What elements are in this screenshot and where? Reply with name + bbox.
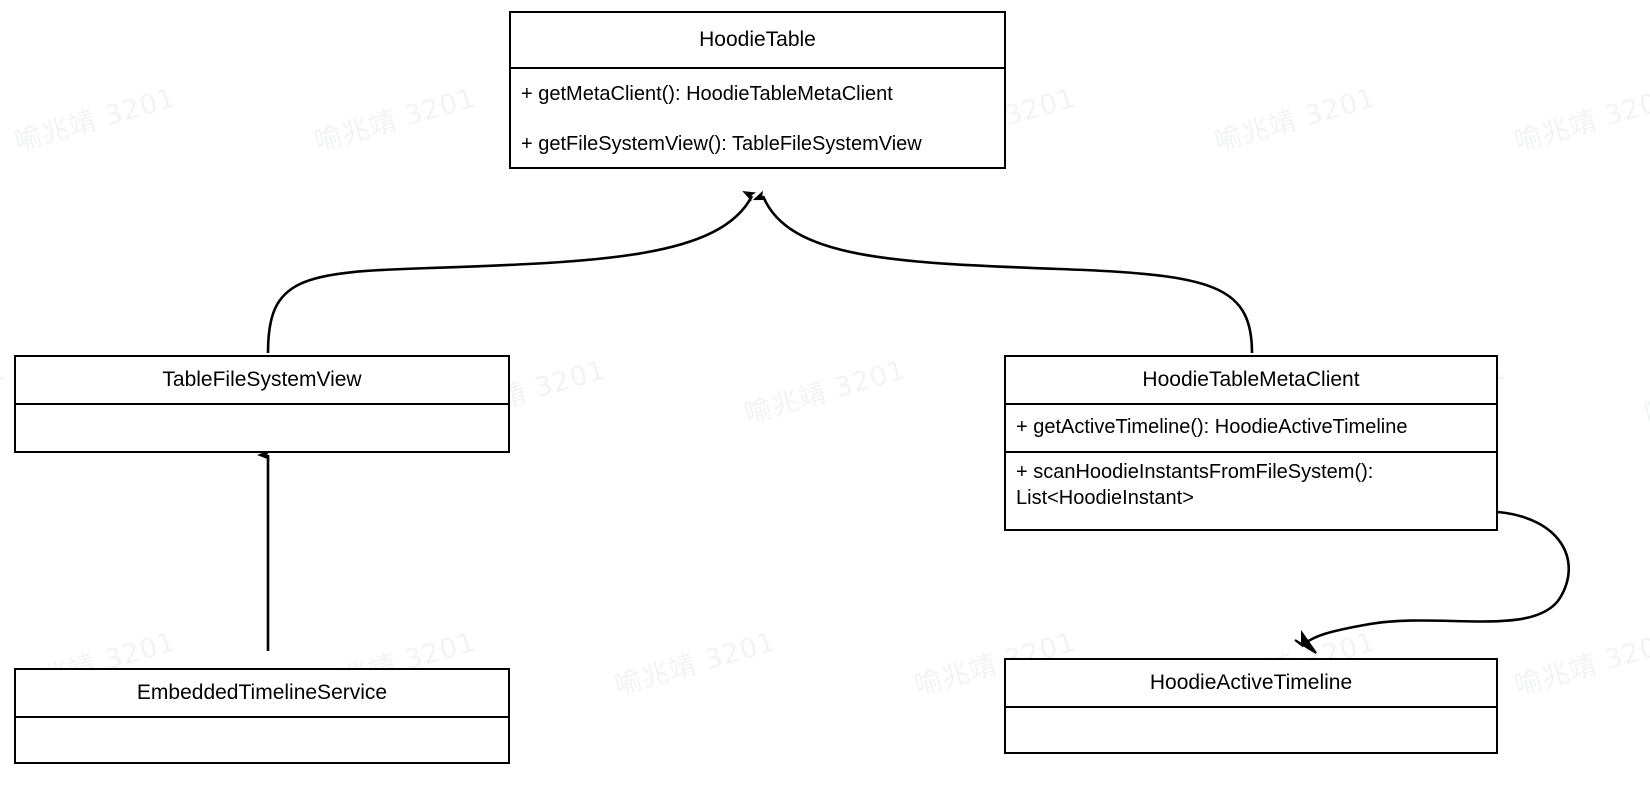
watermark-text: 喻兆靖 3201 [1641,354,1650,431]
watermark-text: 喻兆靖 3201 [741,354,910,431]
watermark-text: 喻兆靖 3201 [0,354,10,430]
watermark-text: 喻兆靖 3201 [1211,82,1380,159]
class-compartment-methods-2: + scanHoodieInstantsFromFileSystem(): Li… [1006,451,1496,529]
watermark-text: 喻兆靖 3201 [1511,626,1650,703]
edge-hoodietablemetaclient-to-hoodietable [752,190,1254,354]
watermark-text: 喻兆靖 3201 [1511,82,1650,159]
uml-class-hoodietable[interactable]: HoodieTable + getMetaClient(): HoodieTab… [509,11,1006,169]
uml-class-tablefilesystemview[interactable]: TableFileSystemView [14,355,510,453]
class-title-embeddedtimelineservice: EmbeddedTimelineService [136,681,388,704]
edge-hoodietablemetaclient-to-hoodieactivetimeline [1301,510,1570,647]
uml-class-hoodieactivetimeline[interactable]: HoodieActiveTimeline [1004,658,1498,754]
class-title-tablefilesystemview: TableFileSystemView [162,368,362,391]
class-member: + scanHoodieInstantsFromFileSystem(): Li… [1016,461,1374,509]
uml-class-embeddedtimelineservice[interactable]: EmbeddedTimelineService [14,668,510,764]
class-compartment-empty [1006,706,1496,752]
class-member: + getActiveTimeline(): HoodieActiveTimel… [1016,416,1408,438]
class-compartment-methods-1: + getActiveTimeline(): HoodieActiveTimel… [1006,403,1496,451]
class-title-hoodietable: HoodieTable [699,28,816,51]
watermark-text: 喻兆靖 3201 [611,626,780,703]
watermark-text: 喻兆靖 3201 [11,82,180,159]
watermark-text: 喻兆靖 3201 [311,82,480,159]
class-compartment-methods: + getMetaClient(): HoodieTableMetaClient… [511,67,1004,167]
class-compartment-empty [16,403,508,451]
class-compartment-empty [16,716,508,762]
class-title-hoodieactivetimeline: HoodieActiveTimeline [1149,671,1353,694]
class-title-hoodietablemetaclient: HoodieTableMetaClient [1142,368,1360,391]
edge-tablefilesystemview-to-hoodietable [266,190,757,354]
class-member: + getMetaClient(): HoodieTableMetaClient [521,83,893,105]
class-member: + getFileSystemView(): TableFileSystemVi… [521,133,922,155]
uml-class-hoodietablemetaclient[interactable]: HoodieTableMetaClient + getActiveTimelin… [1004,355,1498,531]
arrowhead-hoodieactivetimeline [1294,629,1317,654]
